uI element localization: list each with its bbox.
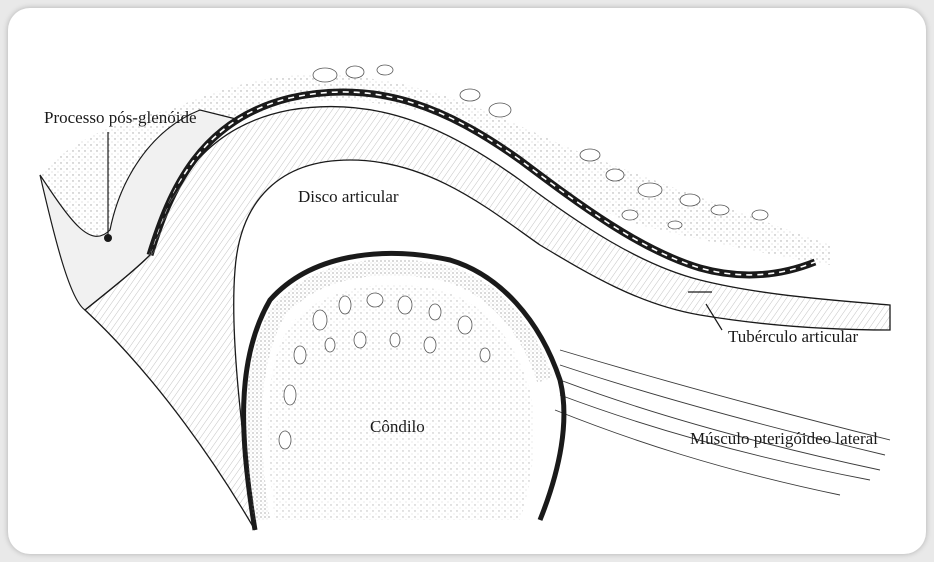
- lateral-pterygoid-fibers: [555, 350, 890, 495]
- label-lateral-pterygoid: Músculo pterigóideo lateral: [690, 429, 878, 448]
- label-condyle: Côndilo: [370, 417, 425, 436]
- label-articular-tubercle: Tubérculo articular: [728, 327, 858, 346]
- illustration-frame: Processo pós-glenóide Disco articular Tu…: [8, 8, 926, 554]
- label-articular-disc: Disco articular: [298, 187, 399, 206]
- postglenoid-pointer-dot: [104, 234, 112, 242]
- tmj-diagram: Processo pós-glenóide Disco articular Tu…: [8, 8, 926, 554]
- condyle-interior: [268, 285, 534, 520]
- label-postglenoid-process: Processo pós-glenóide: [44, 108, 197, 127]
